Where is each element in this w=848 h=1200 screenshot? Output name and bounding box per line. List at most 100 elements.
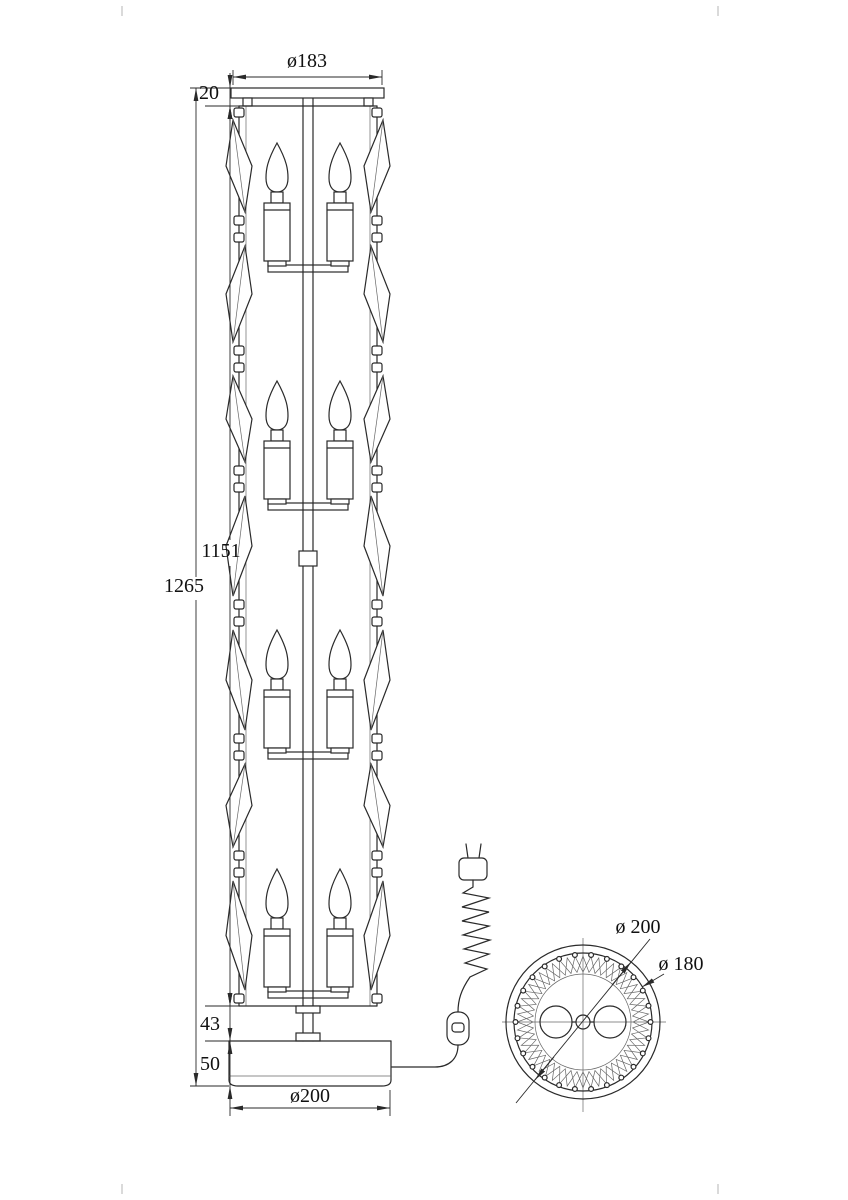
crystal-clamp [371,362,383,373]
crystal-ring [512,951,654,1092]
crystal-facet [370,763,384,848]
crystal-bead [520,987,527,994]
top-plate-fitting-right [363,97,374,107]
candle-sleeve [326,689,354,749]
candle-sleeve [263,202,291,262]
crystal-clamp [233,232,245,243]
dim-body-height: 1151 [201,105,241,1007]
top-plate-fitting-left [242,97,253,107]
crystal-bead [571,951,578,958]
sleeve-foot [330,260,350,267]
crystal-clamp [371,867,383,878]
crystal-clamp [371,482,383,493]
rod-coupler [298,550,318,567]
crystal-bead [618,1074,625,1081]
bulb-arm [267,751,349,760]
rod-flange-lower [295,1032,321,1042]
crystal-bead [639,1050,646,1057]
bulb-neck [333,678,347,691]
dim-base-height: 50 [200,1027,233,1100]
dimensions-front: ø183 1265 1151 20 43 [164,50,391,1116]
sleeve-foot [330,986,350,993]
crystal-bead [571,1085,578,1092]
crystal-clamp [233,733,245,744]
crystal-clamp [371,345,383,356]
diameter-arrow [534,1056,555,1081]
crystal-facet [370,119,384,213]
crystal-clamp [233,850,245,861]
power-plug [458,857,488,881]
topview-inner-circle [534,973,632,1071]
crystal-clamp [371,850,383,861]
crystal-clamp [371,599,383,610]
crystal-facet [370,880,384,991]
bulb-neck [270,429,284,442]
sleeve-foot [330,498,350,505]
bulb-neck [333,917,347,930]
crystal-bead [529,974,536,981]
crystal-bead [618,963,625,970]
sleeve-foot [267,260,287,267]
crystal-clamp [233,750,245,761]
candle-sleeve [263,928,291,988]
bulb-neck [270,678,284,691]
dim-top-diameter: ø183 [232,50,383,85]
crystal-facet [232,375,246,463]
sleeve-foot [267,498,287,505]
crystal-bead [588,951,595,958]
plug-prong [478,843,482,859]
bulb-flame [265,379,289,431]
dim-base-diameter: ø200 [229,1085,391,1116]
crystal-bead [541,963,548,970]
crystal-bead [514,1035,521,1042]
crystal-clamp [371,215,383,226]
bulb-arm [267,990,349,999]
crystal-facet [232,629,246,731]
crystal-facet [370,629,384,731]
bulb-flame [265,867,289,919]
crystal-bead [645,1035,652,1042]
dim-label-cap-height: 20 [199,82,219,104]
crystal-facet [232,763,246,848]
top-view: ø 200 ø 180 [502,916,704,1112]
dim-total-height: 1265 [164,87,231,1087]
sheet-corner-marks [121,6,719,1194]
topview-outer-circle [505,944,661,1100]
crystal-clamp [233,362,245,373]
crystal-bead [514,1002,521,1009]
crystal-clamp [233,345,245,356]
diameter-leader-180 [641,973,665,988]
bulb-neck [270,191,284,204]
crystal-clamp [371,750,383,761]
bulb-flame [265,628,289,680]
bulb-flame [265,141,289,193]
lamp-center-rod [302,97,314,1042]
crystal-strand-left [225,107,253,1004]
crystal-clamp [371,993,383,1004]
dim-label-top-diameter: ø183 [287,50,327,72]
power-cord [391,843,493,1068]
crystal-clamp [233,107,245,118]
front-view [225,87,392,1087]
dim-label-base-height: 50 [200,1053,220,1075]
crystal-clamp [233,482,245,493]
dim-cap-height: 20 [199,73,233,121]
bulb-arm [267,502,349,511]
bulb-flame [328,628,352,680]
dim-label-inner-diameter: ø 180 [659,953,704,975]
bulb-flame [328,379,352,431]
crystal-bead [647,1018,654,1025]
crystal-bead [603,1082,610,1089]
crystal-ring-lattice [516,954,650,1090]
crystal-facet [232,495,246,597]
crystal-bead [529,1063,536,1070]
rod-flange-upper [295,1005,321,1014]
crystal-clamp [233,599,245,610]
candle-sleeve [326,440,354,500]
candle-sleeve [326,928,354,988]
crystal-bead [630,1063,637,1070]
candle-sleeve [263,689,291,749]
crystal-facet [370,245,384,343]
crystal-bead [639,987,646,994]
crystal-clamp [371,232,383,243]
